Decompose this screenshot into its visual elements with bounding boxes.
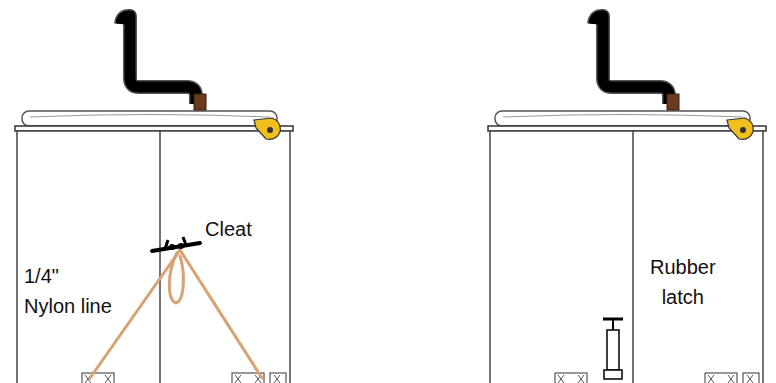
nylon-line: [90, 250, 262, 378]
rubber-latch: [603, 319, 623, 379]
part-label: Rubber latch: [650, 252, 716, 312]
cleat: [152, 237, 200, 251]
part-label: Cleat: [205, 214, 252, 244]
part-label: 1/4" Nylon line: [24, 261, 112, 321]
